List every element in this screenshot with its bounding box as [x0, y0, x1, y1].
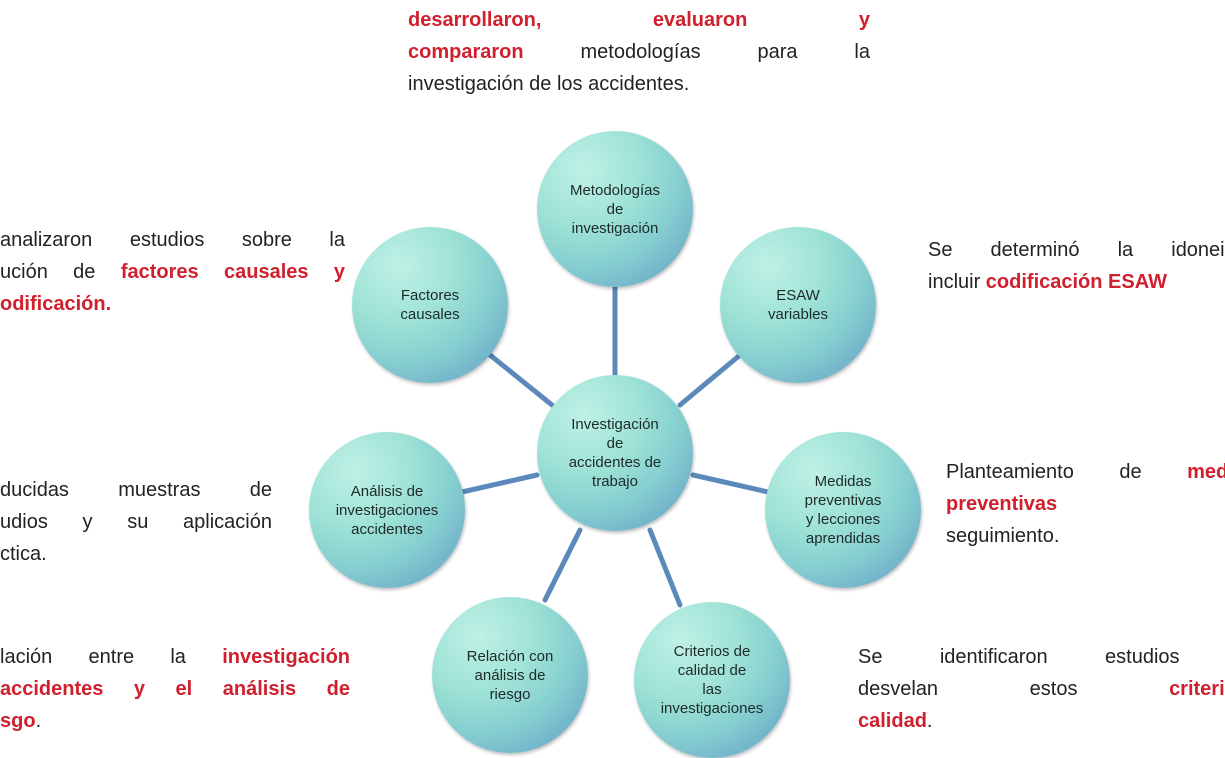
highlighted-text: compararon [408, 41, 524, 63]
text-block-factores: analizaron estudios sobre la ución de fac… [0, 224, 345, 320]
text-line: preventivas y [946, 488, 1225, 520]
connector-relacion [542, 527, 583, 603]
text-segment: metodologías para la [523, 41, 871, 63]
text-line: analizaron estudios sobre la [0, 224, 345, 256]
text-block-top: desarrollaron, evaluaron y compararon met… [408, 4, 870, 100]
text-segment: Se identificaron estudios q [858, 646, 1225, 668]
text-segment: analizaron estudios sobre la [0, 229, 345, 251]
text-segment: ctica. [0, 543, 47, 565]
text-segment: . [926, 710, 933, 732]
text-line: accidentes y el análisis de [0, 673, 350, 705]
highlighted-text: criterios [1169, 678, 1225, 700]
highlighted-text: sgo [0, 710, 36, 732]
text-line: ución de factores causales y [0, 256, 345, 288]
connector-criterios [647, 527, 683, 608]
node-label: ESAW variables [767, 287, 829, 323]
text-block-esaw: Se determinó la idoneidad incluir codific… [928, 234, 1225, 298]
connector-medidas [690, 472, 771, 495]
connector-analisis [459, 472, 540, 495]
connector-esaw [677, 352, 743, 408]
text-segment: ducidas muestras de [0, 479, 272, 501]
text-line: ducidas muestras de [0, 474, 272, 506]
text-line: odificación. [0, 288, 345, 320]
node-esaw[interactable]: ESAW variables [720, 227, 876, 383]
highlighted-text: medid [1187, 461, 1225, 483]
text-block-relacion: lación entre la investigación accidentes… [0, 641, 350, 737]
highlighted-text: odificación. [0, 293, 112, 315]
text-line: calidad. [858, 705, 1225, 737]
node-label: Metodologías de investigación [569, 181, 661, 237]
node-label: Relación con análisis de riesgo [466, 647, 554, 703]
center-node[interactable]: Investigación de accidentes de trabajo [537, 375, 693, 531]
node-analisis[interactable]: Análisis de investigaciones accidentes [309, 432, 465, 588]
highlighted-text: factores causales y [120, 261, 346, 283]
text-line: compararon metodologías para la [408, 36, 870, 68]
text-segment: Planteamiento de [946, 461, 1188, 483]
highlighted-text: desarrollaron, evaluaron y [408, 9, 870, 31]
node-factores[interactable]: Factores causales [352, 227, 508, 383]
text-segment: ución de [0, 261, 121, 283]
text-segment: incluir [928, 271, 986, 293]
node-medidas[interactable]: Medidas preventivas y lecciones aprendid… [765, 432, 921, 588]
text-block-criterios: Se identificaron estudios q desvelan esto… [858, 641, 1225, 737]
text-segment: seguimiento. [946, 525, 1060, 547]
highlighted-text: codificación ESAW [985, 271, 1167, 293]
text-line: incluir codificación ESAW [928, 266, 1225, 298]
text-line: ctica. [0, 538, 272, 570]
text-block-analisis: ducidas muestras de udios y su aplicación… [0, 474, 272, 570]
highlighted-text: calidad [858, 710, 927, 732]
text-line: Se identificaron estudios q [858, 641, 1225, 673]
text-line: lación entre la investigación [0, 641, 350, 673]
node-label: Análisis de investigaciones accidentes [335, 482, 439, 538]
text-line: sgo. [0, 705, 350, 737]
text-segment: udios y su aplicación [0, 511, 272, 533]
text-line: desarrollaron, evaluaron y [408, 4, 870, 36]
text-line: Planteamiento de medid [946, 456, 1225, 488]
text-segment: investigación de los accidentes. [408, 73, 690, 95]
node-label: Factores causales [400, 287, 460, 323]
center-node-label: Investigación de accidentes de trabajo [568, 416, 662, 490]
node-relacion[interactable]: Relación con análisis de riesgo [432, 597, 588, 753]
node-label: Criterios de calidad de las investigacio… [660, 643, 764, 717]
text-line: investigación de los accidentes. [408, 68, 870, 100]
text-segment: . [35, 710, 42, 732]
text-line: seguimiento. [946, 520, 1225, 552]
text-line: Se determinó la idoneidad [928, 234, 1225, 266]
highlighted-text: accidentes y el análisis de [0, 678, 350, 700]
text-segment: y [1057, 493, 1225, 515]
text-block-medidas: Planteamiento de medidpreventivas y segu… [946, 456, 1225, 552]
text-line: udios y su aplicación [0, 506, 272, 538]
node-metodologias[interactable]: Metodologías de investigación [537, 131, 693, 287]
text-segment: Se determinó la idoneidad [928, 239, 1225, 261]
connector-factores [487, 352, 555, 408]
text-line: desvelan estos criterios [858, 673, 1225, 705]
node-criterios[interactable]: Criterios de calidad de las investigacio… [634, 602, 790, 758]
highlighted-text: preventivas [946, 493, 1058, 515]
highlighted-text: investigación [222, 646, 350, 668]
text-segment: desvelan estos [858, 678, 1170, 700]
node-label: Medidas preventivas y lecciones aprendid… [804, 473, 882, 547]
text-segment: lación entre la [0, 646, 223, 668]
